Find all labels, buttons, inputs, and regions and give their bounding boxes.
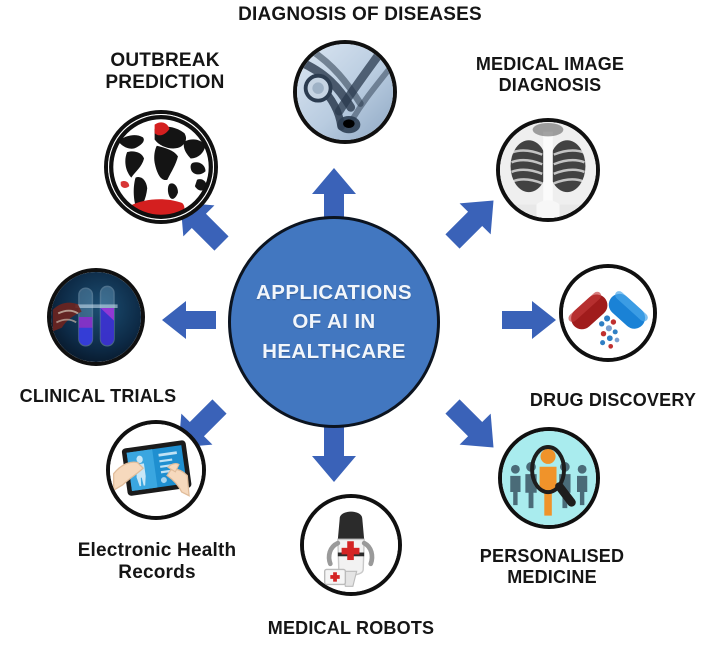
world-map-icon [108, 114, 214, 220]
node-medical-image-diagnosis[interactable] [496, 118, 600, 222]
node-electronic-health-records[interactable] [106, 420, 206, 520]
arrow-left-clinical-trials [158, 296, 220, 344]
arrow-right-drug-discovery [498, 296, 560, 344]
stethoscope-icon [297, 44, 393, 140]
label-outbreak-prediction: OUTBREAK PREDICTION [105, 50, 225, 94]
label-clinical-trials: CLINICAL TRIALS [19, 386, 177, 406]
arrow-down-right-personalised-medicine [442, 396, 504, 458]
arrow-down-medical-robots [310, 424, 358, 482]
center-hub-label: APPLICATIONS OF AI IN HEALTHCARE [256, 281, 412, 363]
node-medical-robots[interactable] [300, 494, 402, 596]
robot-icon [304, 498, 398, 592]
label-electronic-health-records: Electronic Health Records [77, 540, 237, 584]
chest-xray-icon [500, 122, 596, 218]
label-drug-discovery: DRUG DISCOVERY [529, 390, 697, 410]
label-personalised-medicine: PERSONALISED MEDICINE [479, 546, 625, 587]
node-clinical-trials[interactable] [47, 268, 145, 366]
arrow-up-right-medical-image-diagnosis [442, 190, 504, 252]
node-diagnosis-of-diseases[interactable] [293, 40, 397, 144]
capsule-pill-icon [563, 268, 653, 358]
node-outbreak-prediction[interactable] [104, 110, 218, 224]
node-personalised-medicine[interactable] [498, 427, 600, 529]
people-magnifier-icon [502, 431, 596, 525]
label-medical-robots: MEDICAL ROBOTS [267, 618, 435, 638]
node-drug-discovery[interactable] [559, 264, 657, 362]
test-tubes-icon [51, 272, 141, 362]
arrow-up-diagnosis-of-diseases [310, 168, 358, 226]
label-diagnosis-of-diseases: DIAGNOSIS OF DISEASES [238, 4, 482, 25]
center-hub[interactable]: APPLICATIONS OF AI IN HEALTHCARE [228, 216, 440, 428]
tablet-hands-icon [110, 424, 202, 516]
label-medical-image-diagnosis: MEDICAL IMAGE DIAGNOSIS [475, 54, 625, 95]
